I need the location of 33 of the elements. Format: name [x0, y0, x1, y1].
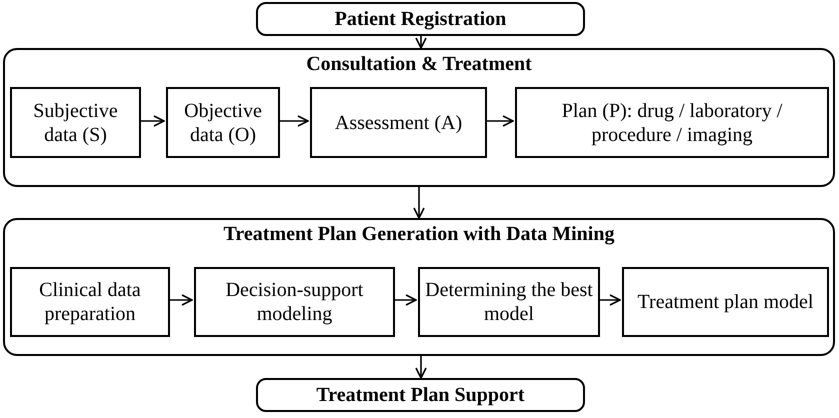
- process-label: Objective data (O): [183, 98, 263, 146]
- process-label: Subjective data (S): [32, 98, 119, 146]
- terminal-label: Patient Registration: [334, 7, 506, 31]
- process-box: [194, 267, 395, 337]
- process-box: [10, 267, 170, 337]
- arrow: [393, 294, 417, 306]
- arrow: [139, 115, 165, 127]
- process-label: Decision-support modeling: [224, 278, 364, 326]
- terminal-box: [256, 2, 585, 36]
- process-label: Determining the best model: [424, 278, 594, 326]
- arrow: [598, 294, 621, 306]
- arrow: [413, 187, 425, 219]
- process-box: [622, 267, 829, 337]
- process-box: [310, 87, 487, 158]
- arrow: [278, 115, 309, 127]
- process-label: Treatment plan model: [638, 290, 814, 314]
- process-box: [515, 87, 829, 158]
- arrow: [415, 36, 427, 49]
- process-box: [10, 87, 141, 158]
- group-panel: [3, 48, 835, 187]
- terminal-box: [256, 378, 585, 412]
- arrow: [485, 115, 514, 127]
- arrow: [168, 294, 193, 306]
- group-title: Treatment Plan Generation with Data Mining: [222, 222, 616, 246]
- process-label: Clinical data preparation: [38, 278, 142, 326]
- process-label: Plan (P): drug / laboratory / procedure / imaging: [560, 98, 784, 146]
- process-box: [418, 267, 600, 337]
- group-panel: [3, 218, 835, 356]
- process-box: [166, 87, 280, 158]
- process-label: Assessment (A): [334, 110, 462, 134]
- group-title: Consultation & Treatment: [305, 52, 533, 76]
- terminal-label: Treatment Plan Support: [316, 383, 525, 407]
- arrow: [415, 356, 427, 379]
